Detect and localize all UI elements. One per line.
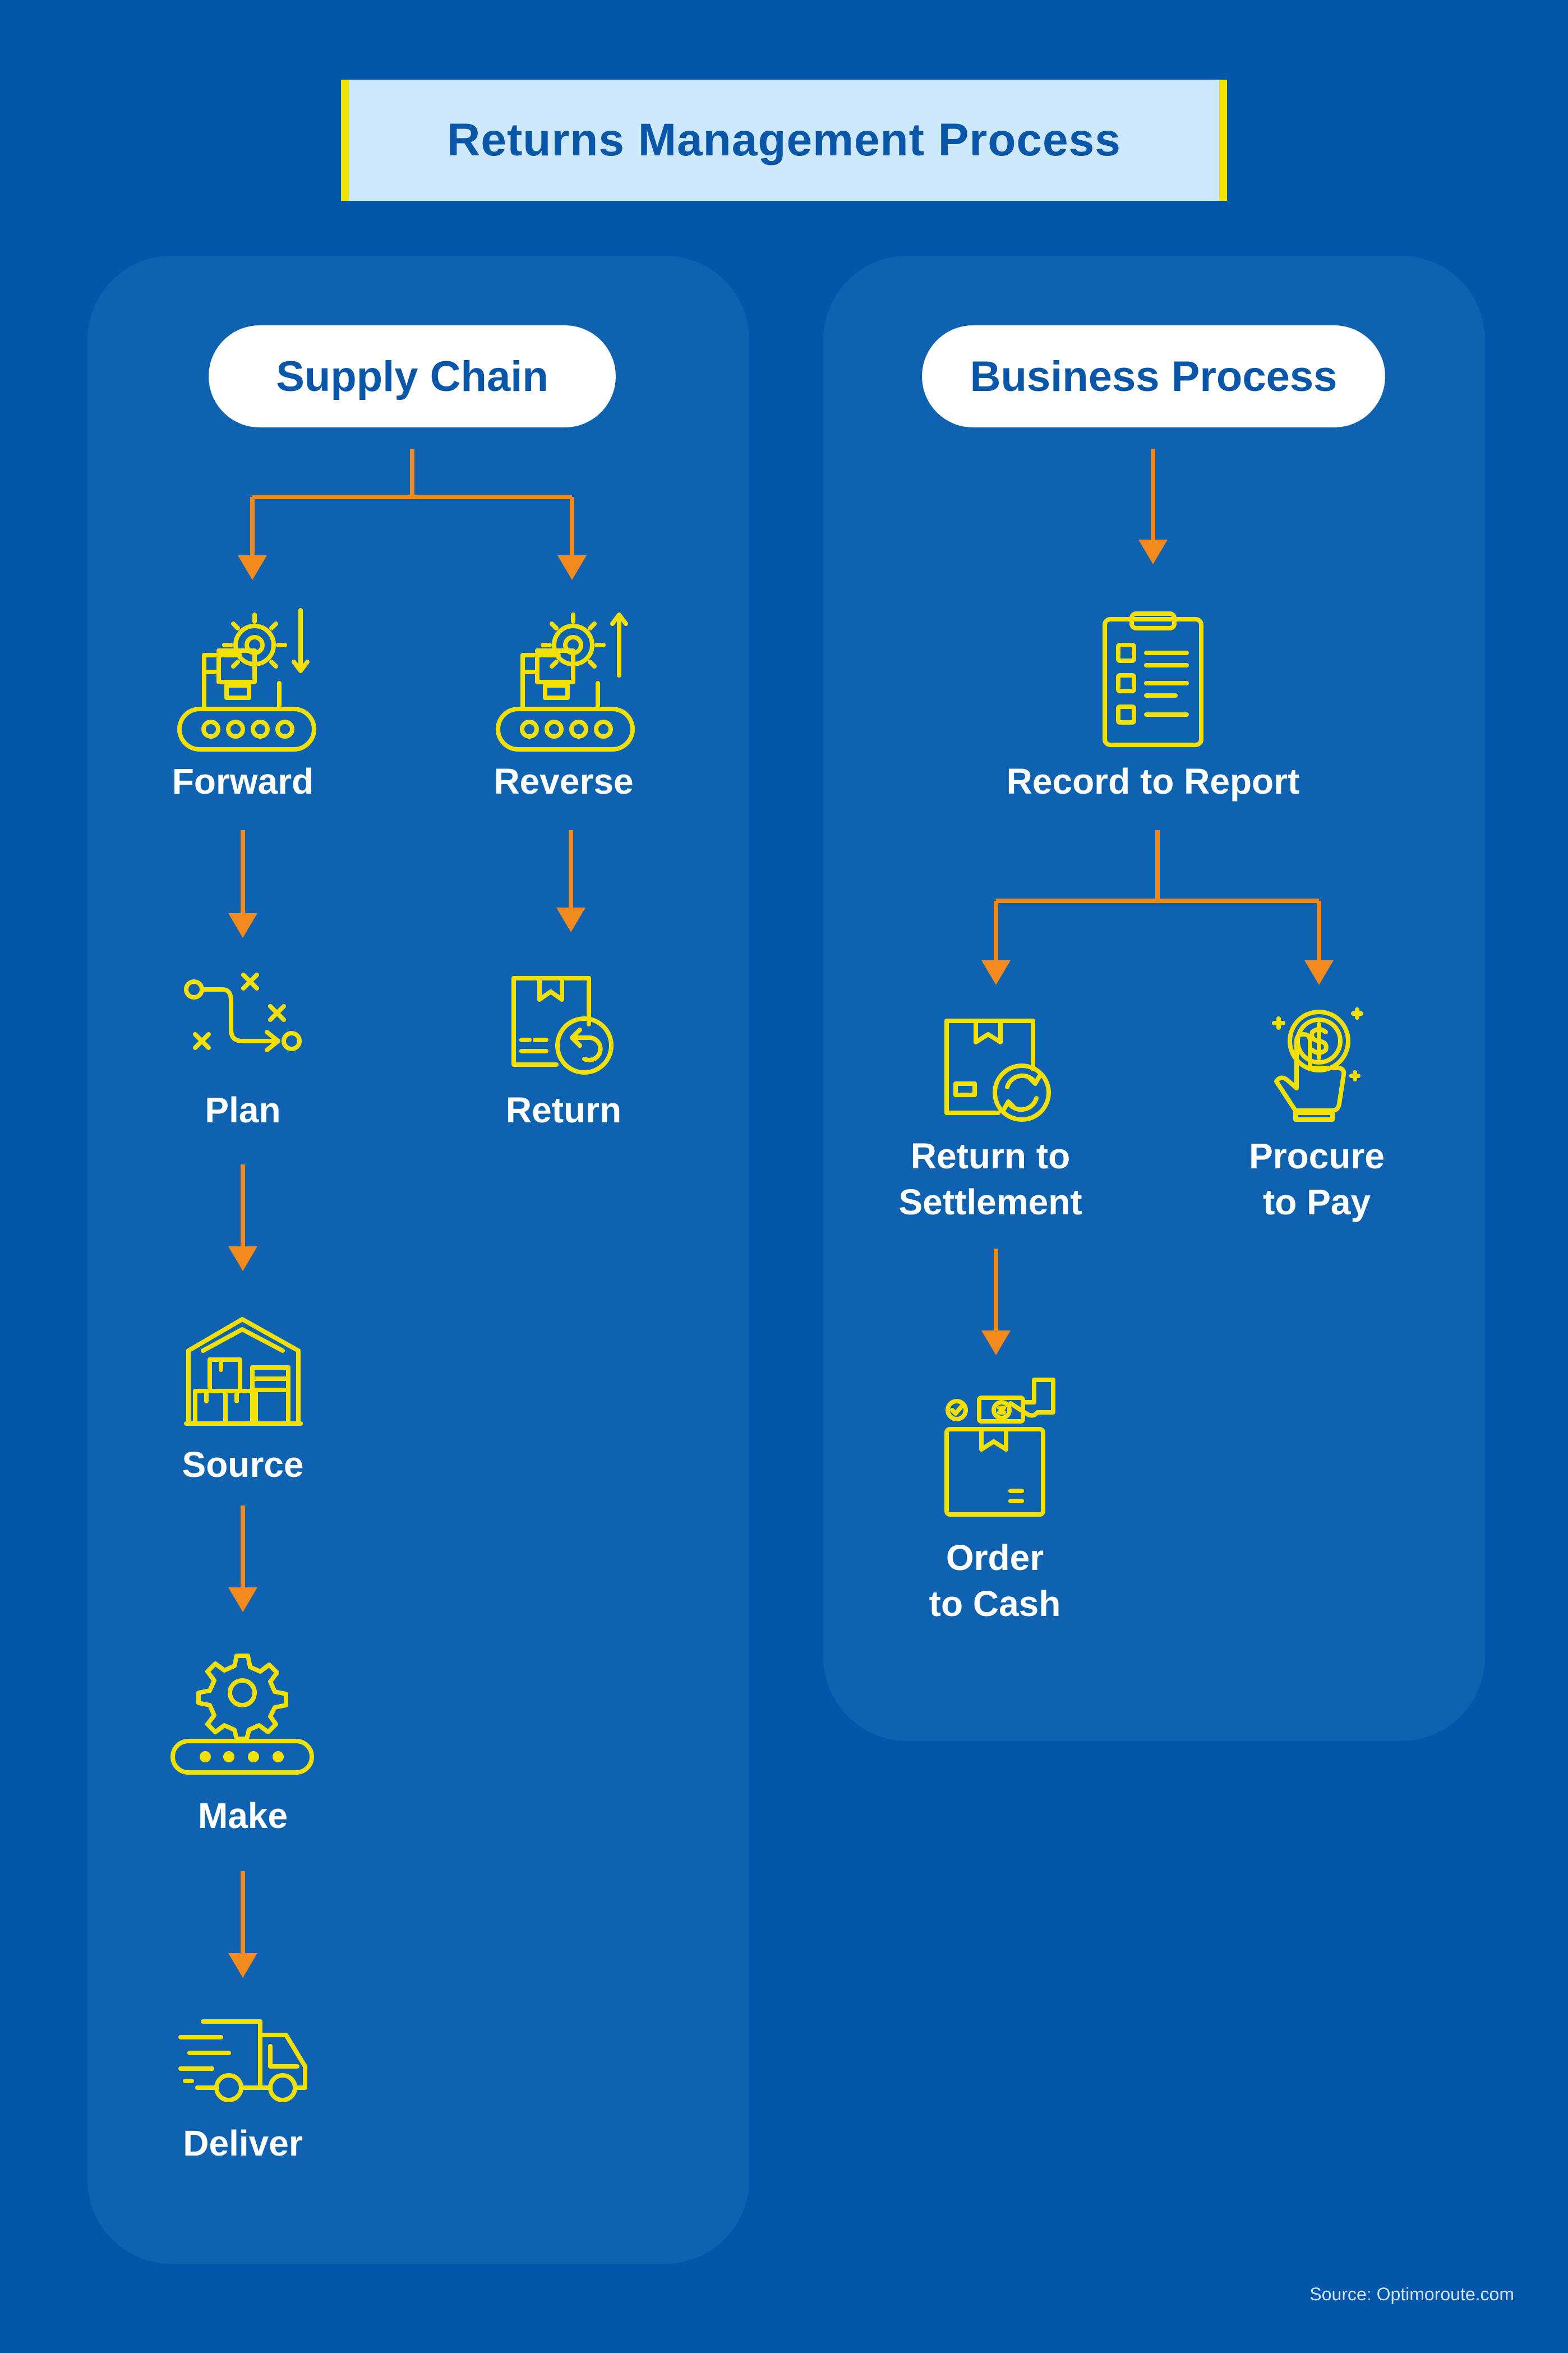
supply-chain-heading: Supply Chain bbox=[209, 325, 616, 427]
arrowhead bbox=[557, 555, 587, 580]
forward-label: Forward bbox=[172, 761, 314, 802]
return-label: Return bbox=[505, 1090, 622, 1130]
arrowhead bbox=[228, 1587, 257, 1612]
arrowhead bbox=[1304, 960, 1334, 985]
record-split-connector bbox=[994, 830, 1321, 965]
plan-label: Plan bbox=[205, 1090, 281, 1130]
procure-to-pay-line1: Procure bbox=[1249, 1136, 1385, 1176]
arrowhead bbox=[981, 1330, 1011, 1355]
arrowhead bbox=[228, 913, 257, 938]
warehouse-icon bbox=[184, 1317, 303, 1426]
make-label: Make bbox=[197, 1795, 288, 1836]
title-banner: Returns Management Process bbox=[341, 80, 1227, 201]
supply-chain-panel bbox=[87, 256, 749, 2264]
arrowheads bbox=[228, 540, 1334, 1978]
arrowhead bbox=[981, 960, 1011, 985]
arrowhead bbox=[228, 1246, 257, 1271]
source-label: Source bbox=[182, 1444, 304, 1485]
delivery-truck-icon bbox=[178, 2019, 307, 2102]
conveyor-gear-up-icon bbox=[496, 613, 635, 752]
box-cash-icon bbox=[944, 1378, 1055, 1517]
record-to-report-label: Record to Report bbox=[1006, 761, 1300, 802]
arrowhead bbox=[1138, 540, 1168, 564]
clipboard-checklist-icon bbox=[1103, 611, 1203, 747]
arrowhead bbox=[238, 555, 267, 580]
business-process-heading: Business Process bbox=[922, 325, 1385, 427]
box-return-icon bbox=[511, 976, 614, 1075]
hand-coin-icon bbox=[1272, 1007, 1363, 1122]
conveyor-gear-down-icon bbox=[177, 608, 316, 752]
order-to-cash-line2: to Cash bbox=[929, 1583, 1061, 1624]
arrowhead bbox=[228, 1953, 257, 1978]
return-to-settlement-line2: Settlement bbox=[898, 1182, 1082, 1222]
return-to-settlement-line1: Return to bbox=[910, 1136, 1071, 1176]
route-plan-icon bbox=[184, 973, 302, 1052]
arrowhead bbox=[556, 908, 585, 932]
order-to-cash-line1: Order bbox=[946, 1537, 1044, 1578]
supply-chain-split-connector bbox=[250, 449, 574, 555]
box-refresh-icon bbox=[944, 1019, 1051, 1122]
page-title: Returns Management Process bbox=[447, 114, 1121, 165]
gear-conveyor-icon bbox=[170, 1654, 314, 1775]
source-credit: Source: Optimoroute.com bbox=[1309, 2284, 1514, 2304]
connectors bbox=[241, 449, 1321, 1960]
procure-to-pay-line2: to Pay bbox=[1262, 1182, 1371, 1222]
reverse-label: Reverse bbox=[494, 761, 634, 802]
deliver-label: Deliver bbox=[183, 2123, 303, 2163]
